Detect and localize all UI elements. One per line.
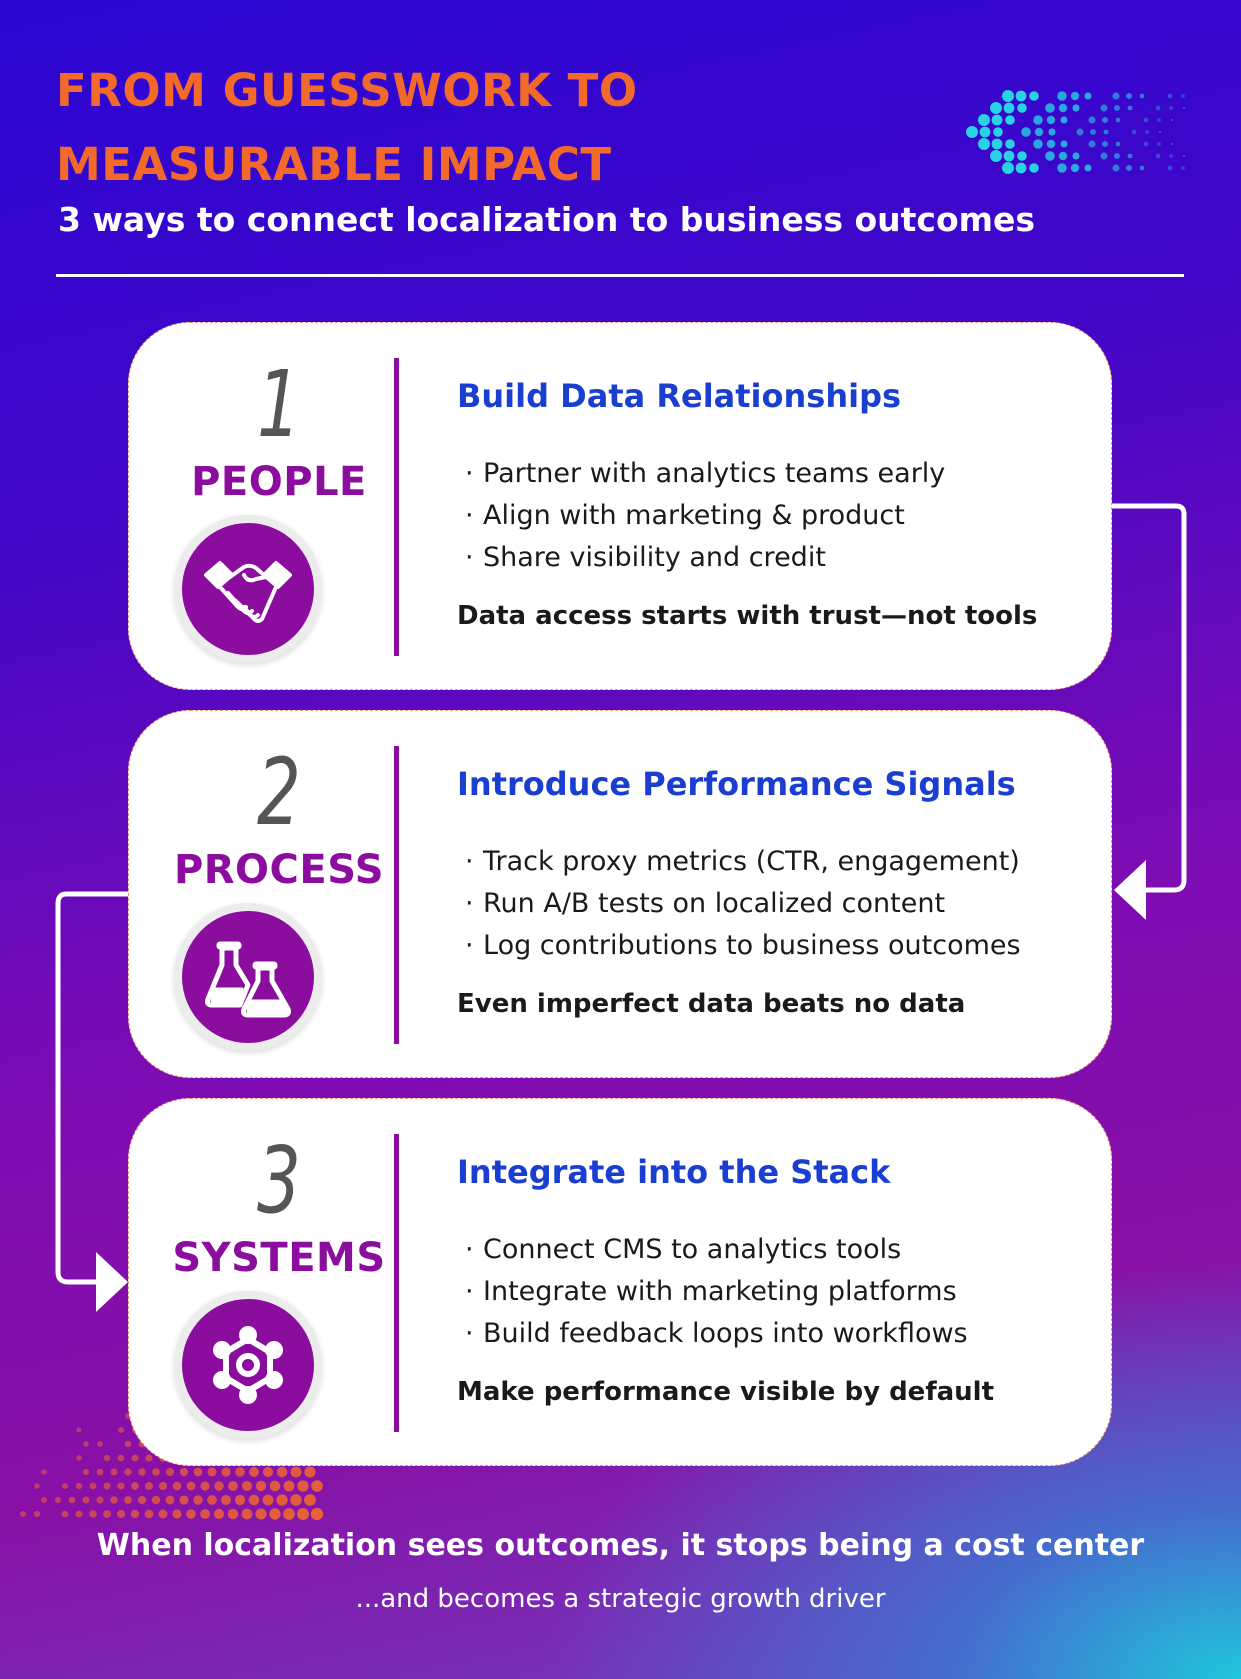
step-tagline: Even imperfect data beats no data xyxy=(457,989,966,1019)
vertical-divider xyxy=(394,1134,399,1432)
vertical-divider xyxy=(394,358,399,656)
step-number: 3 xyxy=(257,1127,301,1234)
page-title: FROM GUESSWORK TO MEASURABLE IMPACT xyxy=(56,64,638,191)
step-heading: Build Data Relationships xyxy=(457,377,902,415)
footer-statement: When localization sees outcomes, it stop… xyxy=(96,1528,1145,1563)
arrow-right-to-left-icon xyxy=(1114,860,1146,920)
list-item: ·Connect CMS to analytics tools xyxy=(465,1234,902,1265)
step-icon-badge xyxy=(174,515,322,663)
list-item: ·Integrate with marketing platforms xyxy=(465,1276,957,1307)
list-item: ·Align with marketing & product xyxy=(465,500,905,531)
chevron-dots-icon xyxy=(966,90,1186,174)
step-bullet-list: ·Track proxy metrics (CTR, engagement) ·… xyxy=(465,841,1021,967)
step-bullet-list: ·Partner with analytics teams early ·Ali… xyxy=(465,453,945,579)
step-heading: Integrate into the Stack xyxy=(457,1153,891,1191)
list-item: ·Log contributions to business outcomes xyxy=(465,930,1021,961)
list-item: ·Partner with analytics teams early xyxy=(465,458,946,489)
page-subtitle: 3 ways to connect localization to busine… xyxy=(58,200,1036,239)
network-gear-icon xyxy=(213,1326,283,1404)
connector-2-to-3 xyxy=(55,891,128,1285)
step-label: PEOPLE xyxy=(191,459,367,505)
handshake-icon xyxy=(204,561,292,623)
step-card-people: 1 PEOPLE Build Data Relationships ·Partn… xyxy=(128,322,1112,690)
step-heading: Introduce Performance Signals xyxy=(457,765,1016,803)
step-tagline: Data access starts with trust—not tools xyxy=(457,601,1038,631)
step-number: 1 xyxy=(257,351,301,458)
list-item: ·Run A/B tests on localized content xyxy=(465,888,946,919)
step-bullet-list: ·Connect CMS to analytics tools ·Integra… xyxy=(465,1229,968,1355)
step-label: PROCESS xyxy=(173,847,385,893)
list-item: ·Share visibility and credit xyxy=(465,542,826,573)
list-item: ·Track proxy metrics (CTR, engagement) xyxy=(465,846,1020,877)
connector-1-to-2 xyxy=(1112,503,1187,893)
arrow-left-to-right-icon xyxy=(96,1252,128,1312)
flasks-icon xyxy=(205,941,291,1018)
step-icon-badge xyxy=(174,1291,322,1439)
list-item: ·Build feedback loops into workflows xyxy=(465,1318,968,1349)
step-card-process: 2 PROCESS Introduce Performance Signals … xyxy=(128,710,1112,1078)
step-card-systems: 3 SYSTEMS Integrate into the Stack xyxy=(128,1098,1112,1466)
step-tagline: Make performance visible by default xyxy=(457,1377,995,1407)
header-divider xyxy=(56,274,1184,277)
vertical-divider xyxy=(394,746,399,1044)
step-icon-badge xyxy=(174,903,322,1051)
step-number: 2 xyxy=(257,739,301,846)
footer-subtext: ...and becomes a strategic growth driver xyxy=(355,1584,886,1614)
step-label: SYSTEMS xyxy=(172,1235,386,1281)
